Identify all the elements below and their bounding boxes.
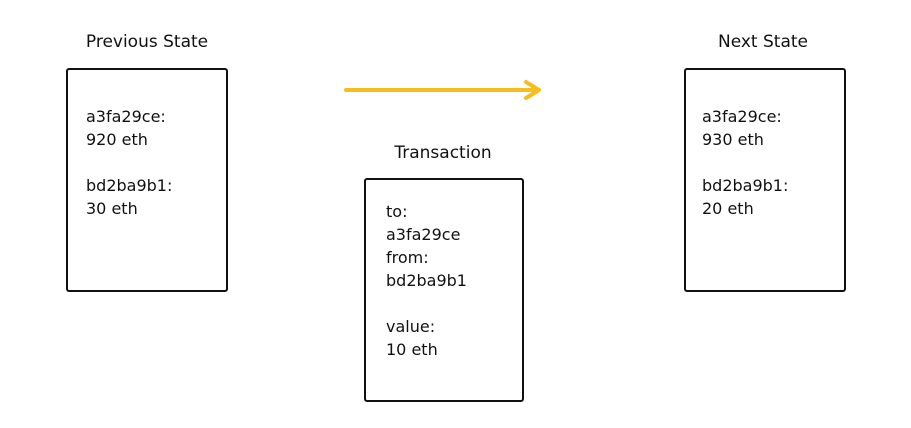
transaction-fields: to: a3fa29ce from: bd2ba9b1 value: 10 et… bbox=[386, 200, 467, 361]
previous-state-balance-1: 920 eth bbox=[86, 130, 148, 149]
right-arrow-icon bbox=[344, 80, 541, 100]
next-state-balance-1: 930 eth bbox=[702, 130, 764, 149]
previous-state-entries: a3fa29ce: 920 eth bd2ba9b1: 30 eth bbox=[86, 105, 172, 220]
next-state-address-2: bd2ba9b1: bbox=[702, 176, 789, 195]
next-state-entries: a3fa29ce: 930 eth bd2ba9b1: 20 eth bbox=[702, 105, 788, 220]
next-state-balance-2: 20 eth bbox=[702, 199, 754, 218]
transaction-value-value: 10 eth bbox=[386, 340, 438, 359]
previous-state-address-1: a3fa29ce: bbox=[86, 107, 166, 126]
next-state-title: Next State bbox=[717, 32, 809, 52]
transaction-from-label: from: bbox=[386, 248, 429, 267]
arrow-head bbox=[524, 80, 541, 100]
previous-state-balance-2: 30 eth bbox=[86, 199, 138, 218]
transaction-title: Transaction bbox=[394, 143, 492, 163]
previous-state-address-2: bd2ba9b1: bbox=[86, 176, 173, 195]
next-state-address-1: a3fa29ce: bbox=[702, 107, 782, 126]
previous-state-title: Previous State bbox=[85, 32, 209, 52]
transaction-to-value: a3fa29ce bbox=[386, 225, 461, 244]
transaction-value-label: value: bbox=[386, 317, 436, 336]
transaction-box bbox=[364, 178, 524, 402]
previous-state-box bbox=[66, 68, 228, 292]
transaction-to-label: to: bbox=[386, 202, 408, 221]
next-state-box bbox=[684, 68, 846, 292]
transaction-from-value: bd2ba9b1 bbox=[386, 271, 467, 290]
